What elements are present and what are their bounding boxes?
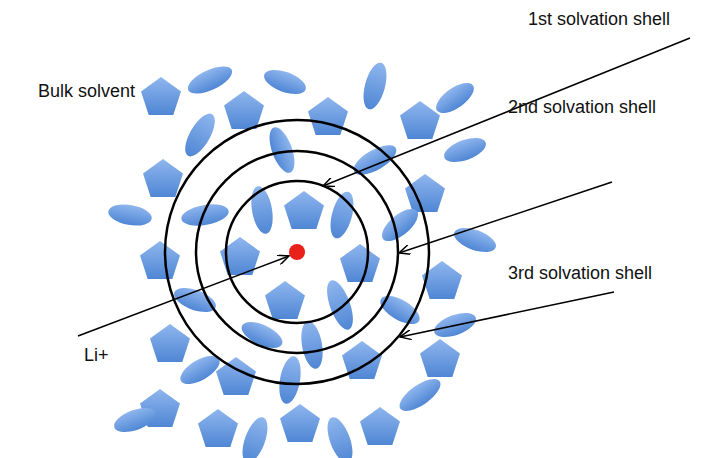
solvent-pentagon <box>360 407 400 445</box>
solvent-ellipse <box>107 201 154 228</box>
solvent-ellipse <box>431 77 479 119</box>
solvent-pentagon <box>400 101 440 139</box>
solvent-pentagon <box>308 97 348 135</box>
solvent-pentagon <box>280 404 320 442</box>
solvent-ellipse <box>261 65 309 99</box>
solvent-ellipse <box>179 109 220 161</box>
solvent-pentagon <box>420 339 460 377</box>
solvent-pentagon <box>150 324 190 362</box>
shell-label: 1st solvation shell <box>528 8 670 30</box>
solvent-ellipse <box>441 133 489 167</box>
solvent-ellipse <box>248 185 276 236</box>
solvent-ellipse <box>359 60 391 112</box>
solvent-ellipse <box>377 203 424 247</box>
region-label: Bulk solvent <box>38 80 135 102</box>
solvent-ellipse <box>111 403 159 437</box>
solvent-pentagon <box>340 244 380 282</box>
solvent-pentagon <box>140 241 180 279</box>
solvent-pentagon <box>284 191 324 229</box>
solvent-pentagon <box>143 159 183 197</box>
shell-label: 2nd solvation shell <box>508 96 656 118</box>
solvent-ellipse <box>237 414 272 458</box>
solvent-ellipse <box>180 201 231 229</box>
solvent-ellipse <box>322 414 357 458</box>
leader-lines <box>78 38 690 337</box>
solvent-pentagon <box>198 409 238 447</box>
solvent-ellipse <box>184 61 236 99</box>
solvent-ellipse <box>322 277 359 333</box>
lithium-ion <box>289 244 305 260</box>
shell-label: 3rd solvation shell <box>508 262 652 284</box>
solvent-pentagon <box>405 174 445 212</box>
solvent-pentagon <box>265 281 305 319</box>
solvent-ellipse <box>298 320 326 371</box>
ion-label: Li+ <box>84 344 109 366</box>
solvent-pentagon <box>141 77 181 115</box>
solvent-ellipse <box>395 373 446 417</box>
solvent-molecules <box>107 60 499 458</box>
solvent-pentagon <box>224 91 264 129</box>
solvent-ellipse <box>276 355 304 406</box>
